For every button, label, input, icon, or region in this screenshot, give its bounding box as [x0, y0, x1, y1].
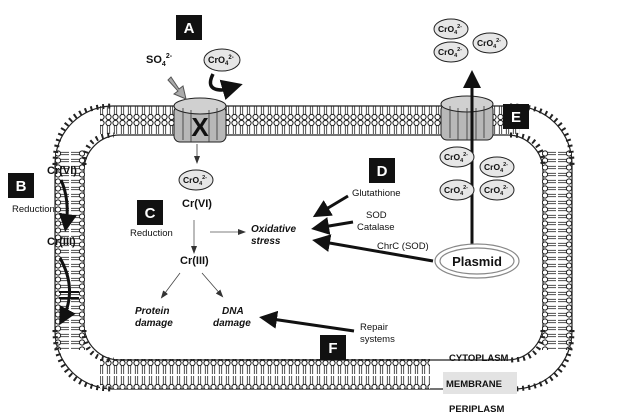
sod-catalase-arrow	[311, 217, 354, 235]
chromate-ions-cytoplasm: CrO42- CrO42- CrO42- CrO42-	[439, 146, 515, 201]
chrc-label: ChrC (SOD)	[377, 241, 429, 252]
panel-c-reduction: Reduction	[130, 228, 173, 239]
to-dna-damage-arrow	[201, 272, 224, 298]
chromate-ion: CrO42-	[472, 32, 508, 54]
transporter-x-mark: X	[191, 112, 209, 142]
chromate-ion: CrO42-	[479, 179, 515, 201]
chromate-ions-exported: CrO42- CrO42- CrO42-	[433, 18, 508, 63]
panel-b-cr3: Cr(III)	[47, 236, 76, 248]
svg-text:F: F	[328, 340, 337, 357]
chromate-ion-outside-a: CrO42-	[203, 48, 241, 72]
chromate-ion: CrO42-	[439, 179, 475, 201]
sulfate-entry-arrow	[167, 76, 187, 100]
glutathione-label: Glutathione	[352, 188, 401, 199]
svg-text:CrO42-: CrO42-	[484, 162, 508, 174]
panel-b-reduction-arrow	[58, 179, 77, 232]
chromate-ion-inside: CrO42-	[178, 169, 214, 191]
panel-tag-b: B	[8, 173, 34, 198]
catalase-label: Catalase	[357, 222, 395, 233]
panel-tag-f: F	[320, 335, 346, 360]
sod-label: SOD	[366, 210, 387, 221]
svg-text:A: A	[184, 20, 195, 37]
panel-tag-a: A	[176, 15, 202, 40]
chromate-entry-arrow	[208, 73, 243, 100]
svg-text:CrO42-: CrO42-	[484, 185, 508, 197]
chromate-ion: CrO42-	[433, 18, 469, 40]
chra-efflux-pump	[440, 95, 494, 141]
chromate-ion: CrO42-	[433, 41, 469, 63]
svg-text:CrO42-: CrO42-	[438, 24, 462, 36]
membrane-label-box	[443, 372, 517, 394]
svg-text:CrO42-: CrO42-	[477, 38, 501, 50]
plasmid-label: Plasmid	[452, 254, 502, 269]
panel-tag-d: D	[369, 158, 395, 183]
panel-b-cr6: Cr(VI)	[47, 165, 77, 177]
chromate-ion: CrO42-	[439, 146, 475, 168]
panel-tag-e: E	[503, 104, 529, 129]
sulfate-ion-label: SO42-	[146, 53, 173, 68]
svg-text:E: E	[511, 109, 521, 126]
panel-c-cr6: Cr(VI)	[182, 198, 212, 210]
svg-text:CrO42-: CrO42-	[438, 47, 462, 59]
panel-tag-c: C	[137, 200, 163, 225]
svg-text:CrO42-: CrO42-	[444, 185, 468, 197]
chrc-arrow	[312, 234, 434, 263]
panel-b-blocked-arrow	[58, 257, 76, 326]
panel-b-reduction: Reduction	[12, 204, 55, 215]
svg-text:SO42-: SO42-	[146, 53, 173, 68]
periplasm-label: PERIPLASM	[449, 404, 505, 415]
cytoplasm-label: CYTOPLASM	[449, 353, 509, 364]
svg-text:CrO42-: CrO42-	[183, 175, 207, 187]
plasmid: Plasmid	[434, 243, 520, 279]
svg-text:CrO42-: CrO42-	[208, 55, 234, 67]
svg-text:B: B	[16, 178, 27, 195]
sulfate-transporter: X	[173, 97, 227, 143]
panel-c-cr3: Cr(III)	[180, 255, 209, 267]
to-protein-damage-arrow	[160, 272, 181, 299]
chromate-ion: CrO42-	[479, 156, 515, 178]
svg-text:D: D	[377, 163, 388, 180]
svg-text:C: C	[145, 205, 156, 222]
repair-arrow	[259, 310, 355, 333]
membrane-label: MEMBRANE	[446, 379, 502, 390]
svg-text:CrO42-: CrO42-	[444, 152, 468, 164]
glutathione-arrow	[312, 194, 349, 218]
